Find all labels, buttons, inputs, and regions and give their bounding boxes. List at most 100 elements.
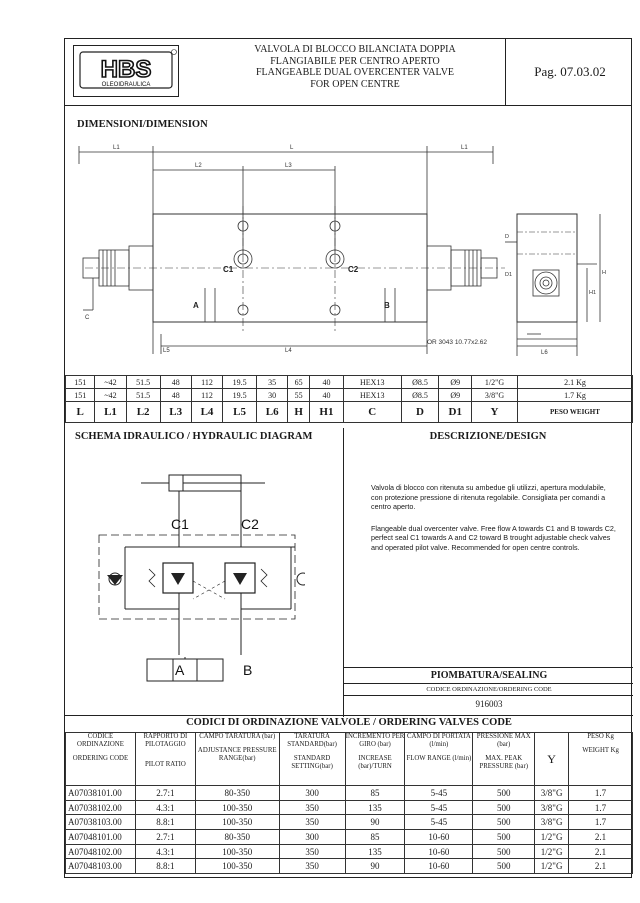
table-cell: A07048101.00 <box>65 829 136 845</box>
table-row: A07038103.00 8.8:1 100-350 350 90 5-45 5… <box>65 814 633 831</box>
table-cell: A07048102.00 <box>65 843 136 860</box>
divider <box>343 695 633 696</box>
table-cell: 500 <box>472 843 536 860</box>
table-cell: 40 <box>308 388 344 402</box>
table-cell: ~42 <box>94 375 127 389</box>
logo-subtext: OLEOIDRAULICA <box>102 82 151 88</box>
table-cell: 135 <box>344 843 406 860</box>
table-cell: 2.1 <box>568 829 633 845</box>
table-cell: 5-45 <box>404 785 474 801</box>
column-header-increase: INCREMENTO PER GIRO (bar)INCREASE (bar)/… <box>344 732 406 786</box>
label-l4: L4 <box>285 348 292 354</box>
table-row: A07038101.00 2.7:1 80-350 300 85 5-45 50… <box>65 785 633 801</box>
label-l1-right: L1 <box>461 145 468 151</box>
table-cell: HEX13 <box>342 388 402 402</box>
table-cell: 100-350 <box>194 858 280 875</box>
table-cell: Ø8.5 <box>400 375 440 389</box>
table-cell: 1/2"G <box>534 858 570 875</box>
dimension-drawing: L1 L L1 L2 L3 C1 C2 A B C <box>78 145 606 356</box>
label-h1: H1 <box>589 290 596 296</box>
schema-label-b: B <box>243 662 252 678</box>
column-header: L3 <box>159 401 192 423</box>
table-cell: 350 <box>278 814 346 831</box>
table-row: 151 ~42 51.5 48 112 19.5 30 55 40 HEX13 … <box>64 388 634 402</box>
table-cell: 90 <box>344 858 406 875</box>
table-cell: 151 <box>64 388 96 402</box>
description-title: DESCRIZIONE/DESIGN <box>429 431 547 442</box>
table-cell: Ø9 <box>438 375 473 389</box>
table-row: 151 ~42 51.5 48 112 19.5 35 65 40 HEX13 … <box>64 375 634 389</box>
column-header-range: CAMPO TARATURA (bar)ADJUSTANCE PRESSURE … <box>194 732 280 786</box>
table-cell: A07038102.00 <box>65 799 136 816</box>
column-header-standard: TARATURA STANDARD(bar)STANDARD SETTING(b… <box>278 732 346 786</box>
label-l5: L5 <box>163 348 170 354</box>
table-row: A07038102.00 4.3:1 100-350 350 135 5-45 … <box>65 799 633 816</box>
hydraulic-diagram: C1 C2 A B <box>98 474 305 678</box>
datasheet: HBS OLEOIDRAULICA VALVOLA DI BLOCCO BILA… <box>64 38 634 878</box>
table-cell: A07048103.00 <box>65 858 136 875</box>
table-header-row: L L1 L2 L3 L4 L5 L6 H H1 C D D1 Y PESO W… <box>64 401 634 423</box>
table-cell: 2.1 <box>568 843 633 860</box>
header: HBS OLEOIDRAULICA VALVOLA DI BLOCCO BILA… <box>65 39 631 106</box>
table-cell: 85 <box>344 785 406 801</box>
table-cell: 80-350 <box>194 785 280 801</box>
table-cell: 51.5 <box>125 388 161 402</box>
column-header: L1 <box>94 401 127 423</box>
table-cell: 500 <box>472 814 536 831</box>
table-cell: 35 <box>256 375 289 389</box>
table-cell: 3/8"G <box>534 785 570 801</box>
table-cell: 90 <box>344 814 406 831</box>
table-cell: 2.7:1 <box>134 829 196 845</box>
column-header-pressure: PRESSIONE MAX (bar)MAX. PEAK PRESSURE (b… <box>472 732 536 786</box>
table-cell: 1/2"G <box>471 375 518 389</box>
table-row: A07048102.00 4.3:1 100-350 350 135 10-60… <box>65 843 633 860</box>
table-cell: 350 <box>278 858 346 875</box>
description-english: Flangeable dual overcenter valve. Free f… <box>371 523 616 552</box>
page-number: Pag. 07.03.02 <box>505 39 634 105</box>
table-cell: HEX13 <box>342 375 402 389</box>
column-header: L <box>64 401 96 423</box>
sealing-code: 916003 <box>475 699 503 709</box>
table-cell: 30 <box>256 388 289 402</box>
description-italian: Valvola di blocco con ritenuta su ambedu… <box>371 483 606 511</box>
table-cell: 300 <box>278 829 346 845</box>
table-cell: 8.8:1 <box>134 814 196 831</box>
schema-label-c1: C1 <box>171 516 189 532</box>
table-cell: 1.7 <box>568 785 633 801</box>
sealing-subtitle: CODICE ORDINAZIONE/ORDERING CODE <box>426 686 552 693</box>
table-cell: 1.7 <box>568 814 633 831</box>
table-cell: 80-350 <box>194 829 280 845</box>
table-cell: 151 <box>64 375 96 389</box>
table-cell: 51.5 <box>125 375 161 389</box>
table-cell: A07038103.00 <box>65 814 136 831</box>
table-cell: 65 <box>287 375 310 389</box>
label-d1: D1 <box>505 272 512 278</box>
table-cell: 48 <box>159 375 192 389</box>
column-header: D1 <box>438 401 473 423</box>
column-header: L4 <box>190 401 224 423</box>
table-cell: 100-350 <box>194 799 280 816</box>
table-cell: 10-60 <box>404 843 474 860</box>
table-cell: 500 <box>472 858 536 875</box>
table-cell: A07038101.00 <box>65 785 136 801</box>
table-cell: 112 <box>190 375 224 389</box>
table-cell: 500 <box>472 799 536 816</box>
table-row: A07048101.00 2.7:1 80-350 300 85 10-60 5… <box>65 829 633 845</box>
divider <box>343 667 633 668</box>
table-cell: 112 <box>190 388 224 402</box>
description-text: Valvola di blocco con ritenuta su ambedu… <box>371 483 616 564</box>
table-cell: 300 <box>278 785 346 801</box>
label-l: L <box>290 145 294 151</box>
table-cell: 19.5 <box>222 388 258 402</box>
title-it-line1: VALVOLA DI BLOCCO BILANCIATA DOPPIA <box>254 44 456 55</box>
schema-label-a: A <box>175 662 185 678</box>
table-cell: 48 <box>159 388 192 402</box>
column-header-y: Y <box>534 732 570 786</box>
title-en-line2: FOR OPEN CENTRE <box>310 78 400 90</box>
table-cell: 350 <box>278 843 346 860</box>
label-c: C <box>85 315 90 321</box>
table-cell: 1.7 Kg <box>516 388 634 402</box>
